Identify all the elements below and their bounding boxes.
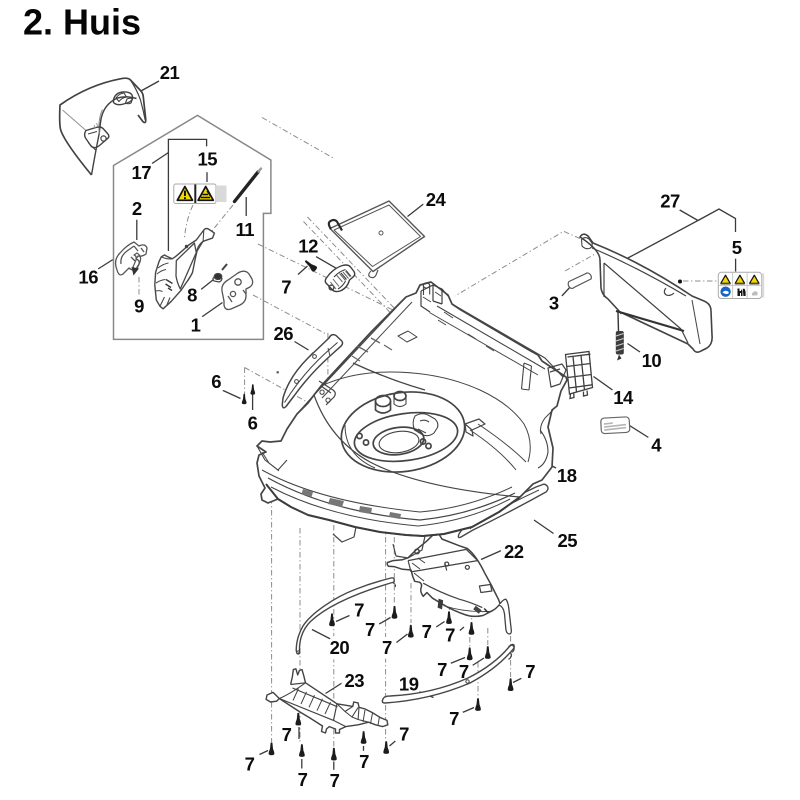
svg-text:9: 9 xyxy=(134,296,144,317)
svg-text:7: 7 xyxy=(330,770,340,791)
svg-text:23: 23 xyxy=(345,670,365,691)
svg-text:7: 7 xyxy=(282,724,292,745)
svg-text:7: 7 xyxy=(459,661,469,682)
svg-text:3: 3 xyxy=(549,293,559,314)
svg-text:2: 2 xyxy=(132,198,142,219)
svg-text:7: 7 xyxy=(422,621,432,642)
svg-text:20: 20 xyxy=(330,637,350,658)
svg-text:7: 7 xyxy=(354,599,364,620)
svg-text:7: 7 xyxy=(525,661,535,682)
svg-text:4: 4 xyxy=(651,435,662,456)
svg-text:7: 7 xyxy=(382,637,392,658)
svg-text:12: 12 xyxy=(298,236,318,257)
svg-text:6: 6 xyxy=(248,413,258,434)
svg-text:5: 5 xyxy=(732,237,742,258)
svg-text:25: 25 xyxy=(558,530,578,551)
svg-text:14: 14 xyxy=(613,387,634,408)
svg-text:7: 7 xyxy=(365,619,375,640)
svg-text:7: 7 xyxy=(449,708,459,729)
svg-text:7: 7 xyxy=(445,625,455,646)
svg-text:27: 27 xyxy=(660,191,680,212)
svg-text:24: 24 xyxy=(426,189,447,210)
svg-text:7: 7 xyxy=(298,769,308,790)
svg-text:17: 17 xyxy=(132,162,152,183)
svg-text:16: 16 xyxy=(78,267,98,288)
svg-text:19: 19 xyxy=(399,674,419,695)
svg-text:10: 10 xyxy=(642,350,662,371)
svg-text:22: 22 xyxy=(504,541,524,562)
svg-text:7: 7 xyxy=(399,724,409,745)
svg-text:7: 7 xyxy=(437,659,447,680)
svg-text:1: 1 xyxy=(191,315,201,336)
svg-text:15: 15 xyxy=(198,149,218,170)
svg-text:11: 11 xyxy=(236,219,255,240)
svg-text:7: 7 xyxy=(245,754,255,775)
svg-text:7: 7 xyxy=(359,751,369,772)
svg-text:6: 6 xyxy=(211,371,221,392)
svg-text:21: 21 xyxy=(160,62,180,83)
svg-text:7: 7 xyxy=(281,277,291,298)
svg-text:26: 26 xyxy=(274,323,294,344)
svg-text:18: 18 xyxy=(557,465,577,486)
svg-text:2. Huis: 2. Huis xyxy=(23,2,141,43)
svg-text:8: 8 xyxy=(187,285,197,306)
